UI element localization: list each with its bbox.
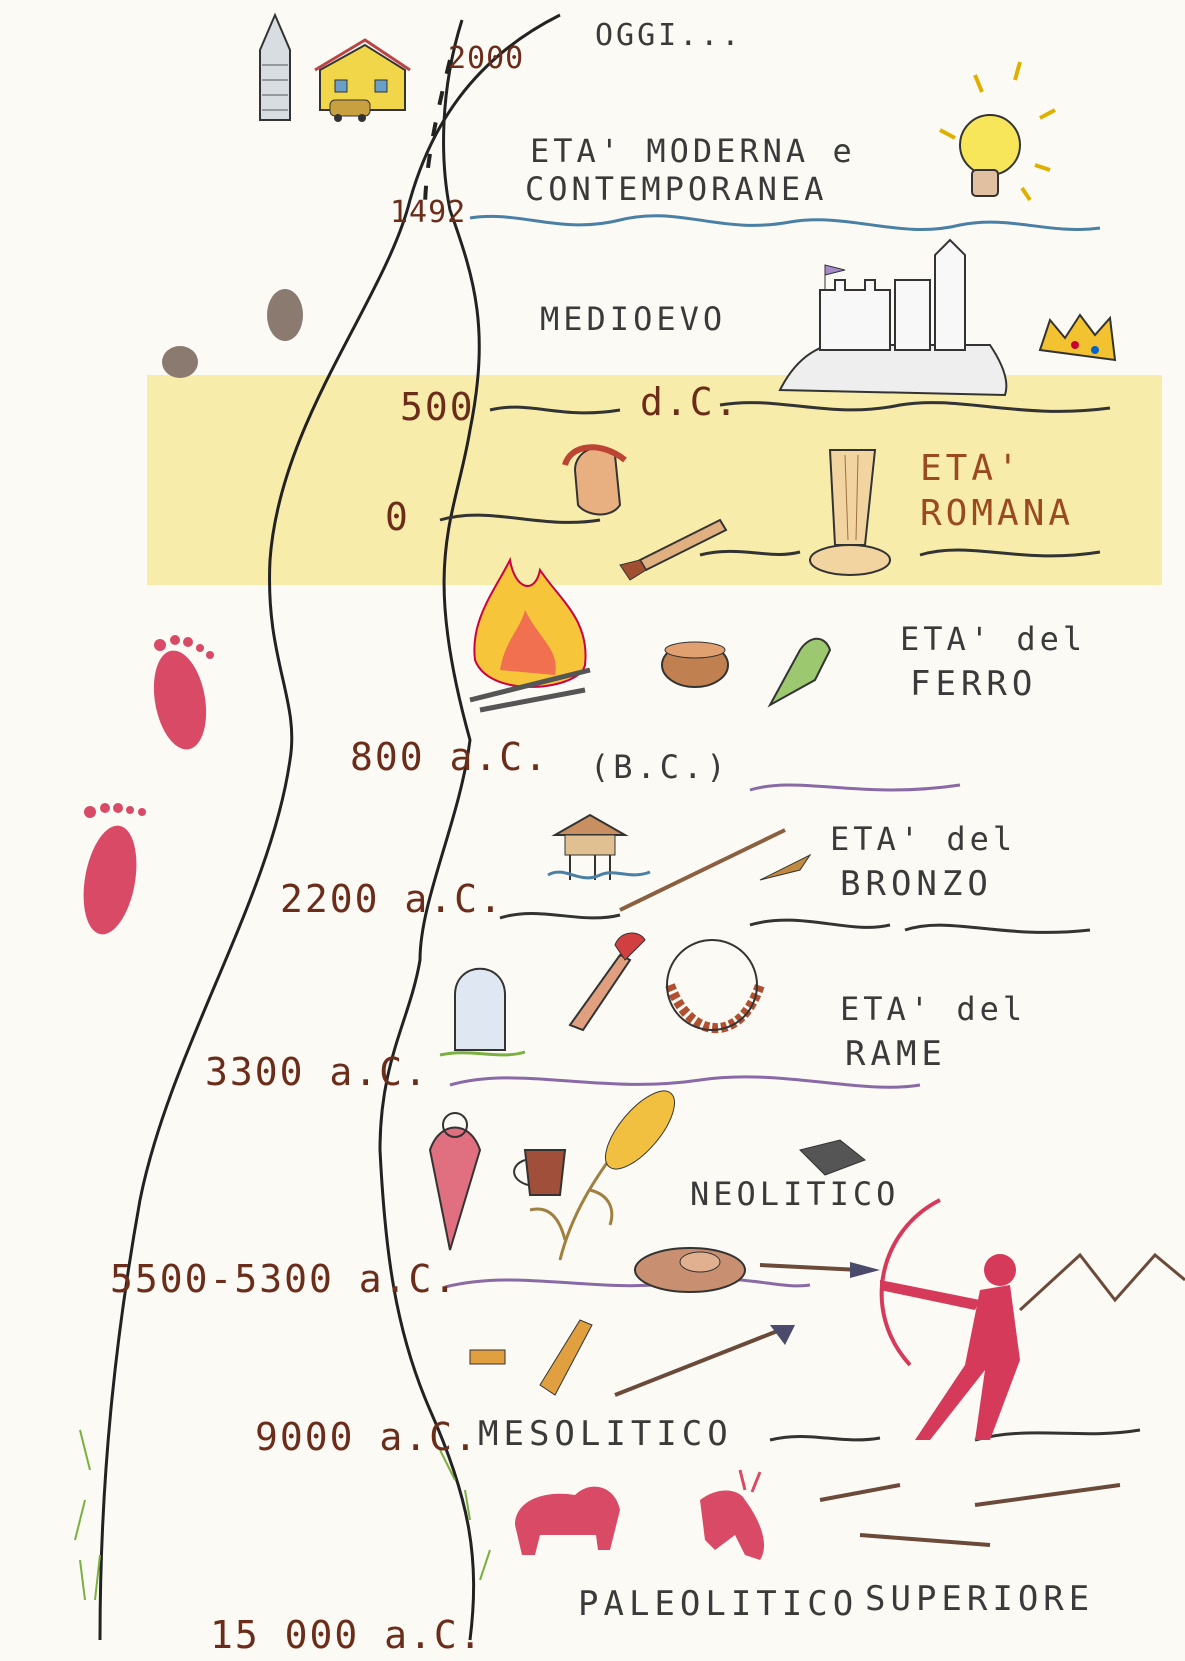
crown-icon [1040,315,1115,360]
date-2200: 2200 a.C. [280,877,504,921]
year-2000: 2000 [448,41,524,76]
cup-icon [514,1150,565,1195]
tower-icon [260,15,290,120]
era-paleolitico: PALEOLITICO [578,1584,858,1624]
stilt-house-icon [548,815,650,880]
spear-icon [620,830,810,910]
stele-icon [440,969,525,1055]
date-9000: 9000 a.C. [255,1415,479,1459]
era-romana-line2: ROMANA [920,493,1074,534]
era-rame-line1: ETA' del [840,990,1026,1028]
car-icon [330,100,370,122]
necklace-icon [667,940,760,1030]
date-500: 500 [400,385,475,429]
boundary-9000 [770,1430,1140,1440]
era-romana-line1: ETA' [920,448,1023,489]
date-15000: 15 000 a.C. [210,1613,484,1657]
bird-icon [770,639,830,705]
mountains-icon [1020,1255,1185,1310]
date-dc: d.C. [640,380,740,424]
era-mesolitico: MESOLITICO [478,1414,733,1454]
lightbulb-icon [940,62,1055,200]
castle-icon [780,240,1006,395]
mesolithic-tools [470,1320,592,1395]
date-5500: 5500-5300 a.C. [110,1257,458,1301]
arrow-icon [615,1265,1120,1545]
bison-icon [515,1487,620,1555]
grinding-stone-icon [635,1248,745,1292]
boundary-5500 [445,1279,810,1287]
vase-icon [430,1113,480,1250]
era-ferro-line1: ETA' del [900,620,1086,658]
era-neolitico: NEOLITICO [690,1175,899,1213]
era-rame-line2: RAME [845,1034,947,1074]
boundary-2200 [500,913,1090,932]
era-superiore: SUPERIORE [865,1579,1094,1619]
era-bronzo-line2: BRONZO [840,864,993,904]
era-moderna-line2: CONTEMPORANEA [525,170,827,208]
archer-icon [880,1254,1020,1440]
dagger-icon [570,933,645,1030]
date-800: 800 a.C. [350,735,549,779]
deer-icon [700,1470,764,1560]
era-moderna-line1: ETA' MODERNA e [530,132,856,170]
boundary-800 [750,785,960,790]
era-bronzo-line1: ETA' del [830,820,1016,858]
year-1492: 1492 [390,195,466,230]
boundary-1492 [470,216,1100,230]
timeline-road [100,15,560,1640]
era-ferro-line2: FERRO [910,664,1037,704]
tablet-icon [800,1140,865,1175]
arrow-heads [770,1262,880,1345]
date-bc: (B.C.) [590,748,730,786]
today-label: OGGI... [595,18,742,53]
date-3300: 3300 a.C. [205,1050,429,1094]
boundary-3300 [450,1077,920,1087]
pot-icon [662,642,728,687]
era-medioevo: MEDIOEVO [540,300,726,338]
date-zero: 0 [385,495,410,539]
